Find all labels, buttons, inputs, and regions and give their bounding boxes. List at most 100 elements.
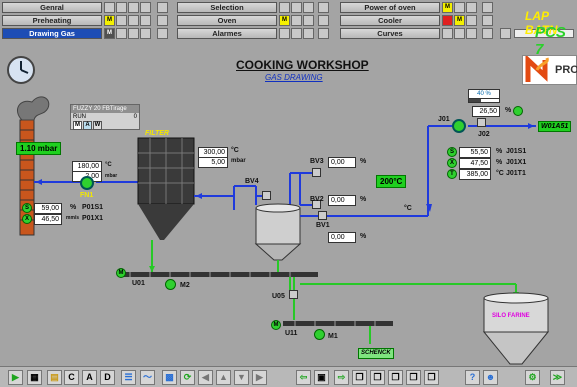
nav-indicator: [291, 28, 302, 39]
nav-arrow-icon[interactable]: [318, 15, 329, 26]
arrow-down-icon[interactable]: ▼: [234, 370, 249, 385]
nav-arrow-icon[interactable]: [157, 2, 168, 13]
motor-m2-icon[interactable]: [165, 279, 176, 290]
valve-bv2[interactable]: [312, 200, 321, 209]
status-t-icon[interactable]: T: [447, 169, 457, 179]
print-icon[interactable]: ▣: [314, 370, 329, 385]
valve-bv2-unit: %: [360, 196, 367, 203]
j01t1-unit: °C: [496, 170, 504, 177]
nav-minimize-icon[interactable]: [500, 28, 511, 39]
toolbar-c-button[interactable]: C: [64, 370, 79, 385]
fan-fn1-label: FN1: [80, 192, 94, 199]
motor-indicator-m[interactable]: M: [116, 268, 126, 278]
j01-label: J01: [438, 116, 450, 123]
motor-indicator-m[interactable]: M: [271, 320, 281, 330]
nav-indicator: [303, 28, 314, 39]
fan-fn1-icon[interactable]: [80, 176, 94, 190]
p01x1-unit: mm/s: [66, 215, 80, 221]
nav-preheating[interactable]: Preheating: [2, 15, 102, 26]
status-s-icon[interactable]: S: [447, 147, 457, 157]
j02-unit: %: [505, 107, 512, 114]
trend-icon[interactable]: 〜: [140, 370, 155, 385]
window-icon[interactable]: ❐: [388, 370, 403, 385]
motor-m2-label: M2: [180, 282, 190, 289]
nav-curves[interactable]: Curves: [340, 28, 440, 39]
help-icon[interactable]: ?: [465, 370, 480, 385]
p01s1-unit: %: [70, 204, 77, 211]
refresh-icon[interactable]: ⟳: [180, 370, 195, 385]
conveyor-u05-label: U05: [272, 293, 285, 300]
play-icon[interactable]: ▶: [8, 370, 23, 385]
toolbar-a-button[interactable]: A: [82, 370, 97, 385]
clock-icon[interactable]: [6, 55, 36, 85]
exit-icon[interactable]: ≫: [550, 370, 565, 385]
fan-j01-icon[interactable]: [452, 119, 466, 133]
nav-alarmes[interactable]: Alarmes: [177, 28, 277, 39]
fuzzy-mode-w[interactable]: W: [93, 121, 102, 130]
window-icon[interactable]: ❐: [352, 370, 367, 385]
nav-indicator-m: M: [442, 2, 453, 13]
valve-bv2-value: 0,00: [328, 195, 356, 206]
status-s-icon[interactable]: S: [22, 203, 32, 213]
arrow-up-icon[interactable]: ▲: [216, 370, 231, 385]
fuzzy-mode-a[interactable]: A: [83, 121, 92, 130]
users-icon[interactable]: ☻: [483, 370, 498, 385]
nav-cooler[interactable]: Cooler: [340, 15, 440, 26]
list-icon[interactable]: ☰: [121, 370, 136, 385]
motor-m1-icon[interactable]: [314, 329, 325, 340]
j01s1-value: 55,50: [459, 147, 491, 158]
valve-bv1[interactable]: [318, 211, 327, 220]
left-temp-unit: °C: [105, 162, 112, 168]
nav-indicator: [466, 28, 477, 39]
valve-j02[interactable]: [477, 118, 486, 127]
nav-genral[interactable]: Genral: [2, 2, 102, 13]
brand-line2: PCS 7: [535, 24, 566, 58]
nav-selection[interactable]: Selection: [177, 2, 277, 13]
valve-bv3[interactable]: [312, 168, 321, 177]
bottom-toolbar: ▶ ▦ ▤ C A D ☰ 〜 ▩ ⟳ ◀ ▲ ▼ ▶ ⇦ ▣ ⇨ ❐ ❐ ❐ …: [0, 366, 577, 387]
arrow-left-icon[interactable]: ◀: [198, 370, 213, 385]
status-x-icon[interactable]: X: [22, 214, 32, 224]
chart-icon[interactable]: ▦: [27, 370, 42, 385]
degc-label: °C: [404, 205, 412, 212]
nav-arrow-icon[interactable]: [482, 15, 493, 26]
grid-icon[interactable]: ▩: [162, 370, 177, 385]
status-field: [514, 29, 574, 38]
filter-pressure-unit: mbar: [231, 158, 246, 164]
folder-icon[interactable]: ▤: [47, 370, 62, 385]
nav-indicator-m: M: [104, 15, 115, 26]
window-icon[interactable]: ❐: [424, 370, 439, 385]
network-icon[interactable]: ⚙: [525, 370, 540, 385]
nav-arrow-icon[interactable]: [482, 2, 493, 13]
toolbar-d-button[interactable]: D: [100, 370, 115, 385]
nav-arrow-icon[interactable]: [482, 28, 493, 39]
window-icon[interactable]: ❐: [370, 370, 385, 385]
nav-arrow-icon[interactable]: [318, 2, 329, 13]
fuzzy-controller-panel[interactable]: FUZZY 20 FBTirage RUN 0 M A W: [70, 104, 140, 130]
nav-indicator: [279, 2, 290, 13]
left-mbar-unit: mbar: [105, 173, 118, 179]
p01s1-value: 59,00: [34, 203, 62, 214]
p01s1-tag: P01S1: [82, 204, 104, 211]
valve-u05[interactable]: [289, 290, 298, 299]
nav-drawing-gas[interactable]: Drawing Gas: [2, 28, 102, 39]
valve-bv4[interactable]: [262, 191, 271, 200]
arrow-right-icon[interactable]: ▶: [252, 370, 267, 385]
nav-arrow-icon[interactable]: [318, 28, 329, 39]
status-x-icon[interactable]: X: [447, 158, 457, 168]
nav-arrow-icon[interactable]: [157, 15, 168, 26]
status-z-icon[interactable]: [513, 106, 523, 116]
nav-indicator: [466, 15, 477, 26]
back-icon[interactable]: ⇦: [296, 370, 311, 385]
nav-indicator: [104, 2, 115, 13]
nav-indicator: [116, 28, 127, 39]
nav-oven[interactable]: Oven: [177, 15, 277, 26]
window-icon[interactable]: ❐: [406, 370, 421, 385]
forward-icon[interactable]: ⇨: [334, 370, 349, 385]
fuzzy-mode-m[interactable]: M: [73, 121, 82, 130]
nav-power-of-oven[interactable]: Power of oven: [340, 2, 440, 13]
temp-badge: 200°C: [376, 175, 407, 188]
nav-indicator: [454, 2, 465, 13]
p01x1-tag: P01X1: [82, 215, 104, 222]
nav-arrow-icon[interactable]: [157, 28, 168, 39]
